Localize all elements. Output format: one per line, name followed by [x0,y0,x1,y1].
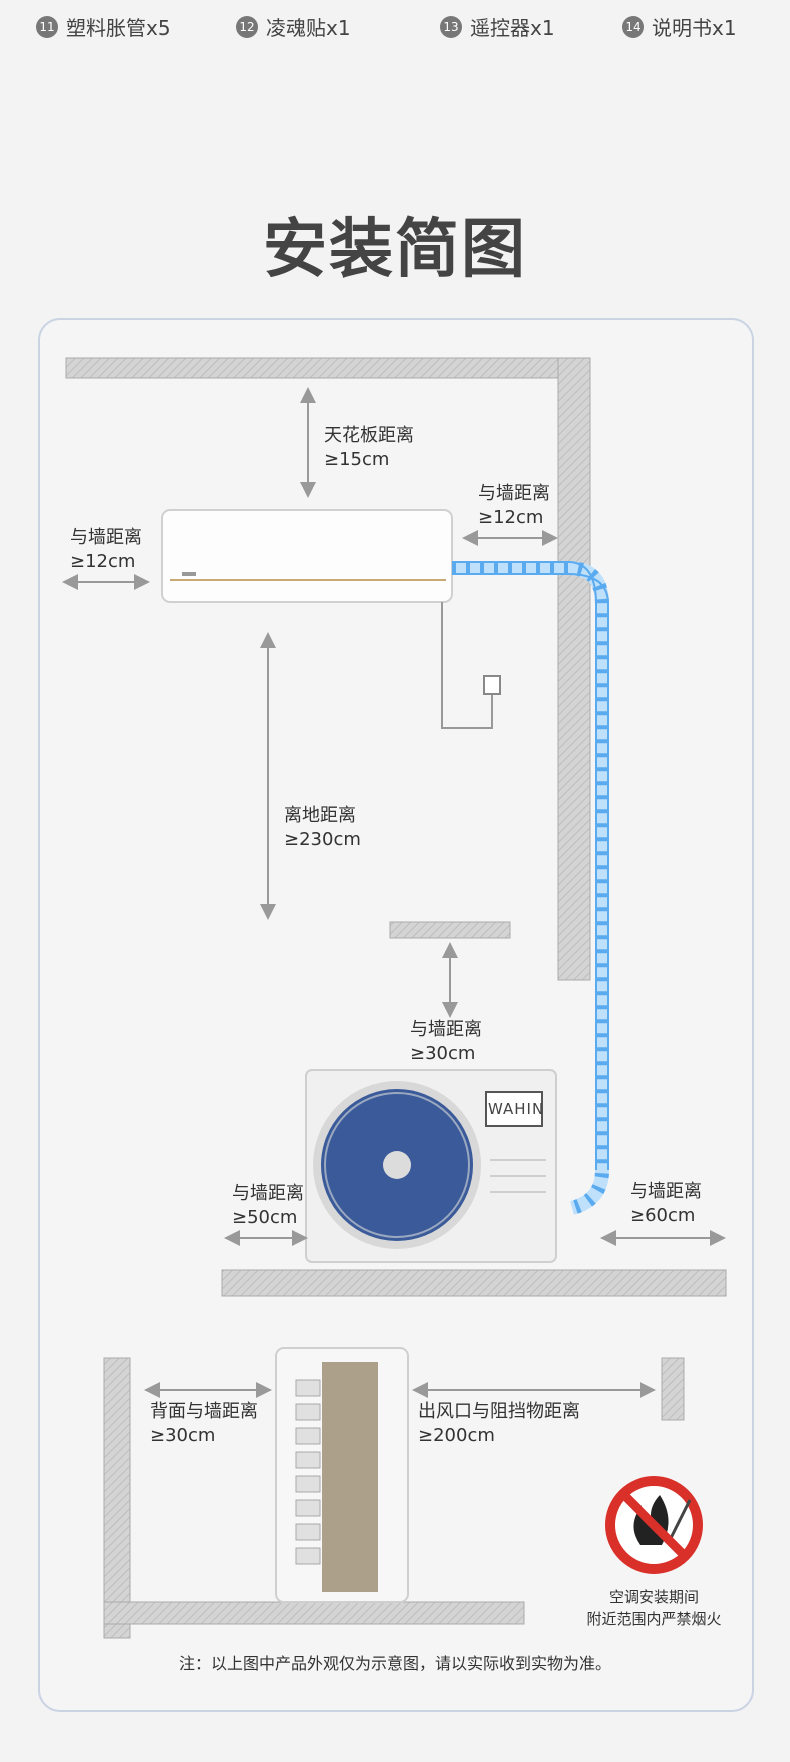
outdoor-right-label: 与墙距离 ≥60cm [630,1180,702,1228]
accessory-number: 12 [236,15,258,38]
accessory-item: 12 凌魂贴x1 [236,12,351,41]
no-fire-icon [605,1476,703,1574]
section-title: 安装简图 [263,213,527,287]
label-line: ≥230cm [284,829,361,850]
outdoor-left-label: 与墙距离 ≥50cm [232,1182,304,1230]
no-fire-warning: 空调安装期间 附近范围内严禁烟火 [569,1586,739,1630]
refrigerant-pipe [452,561,609,1215]
warning-line: 空调安装期间 [608,1588,699,1606]
accessory-item: 13 遥控器x1 [440,12,555,41]
label-line: 与墙距离 [410,1019,482,1040]
accessory-label: 遥控器x1 [470,16,555,40]
outlet-label: 出风口与阻挡物距离 ≥200cm [418,1400,580,1448]
floor-distance-label: 离地距离 ≥230cm [284,804,361,852]
accessory-label: 说明书x1 [652,16,737,40]
label-line: 背面与墙距离 [150,1401,258,1422]
accessory-label: 凌魂贴x1 [266,16,351,40]
label-line: ≥12cm [478,507,544,528]
accessory-number: 14 [622,15,644,38]
back-wall-label: 背面与墙距离 ≥30cm [150,1400,258,1448]
label-line: ≥30cm [410,1043,476,1064]
ceiling-distance-label: 天花板距离 ≥15cm [324,424,414,472]
outdoor-side-view [103,1347,685,1639]
ceiling-wall [65,357,591,981]
right-wall-label: 与墙距离 ≥12cm [478,482,550,530]
accessory-label: 塑料胀管x5 [66,16,171,40]
ground-slab [221,1269,727,1297]
accessory-item: 11 塑料胀管x5 [36,12,171,41]
label-line: 与墙距离 [630,1181,702,1202]
brand-logo: WAHIN [488,1100,545,1118]
label-line: ≥12cm [70,551,136,572]
label-line: ≥30cm [150,1425,216,1446]
warning-line: 附近范围内严禁烟火 [586,1610,722,1628]
accessories-row: 11 塑料胀管x5 12 凌魂贴x1 13 遥控器x1 14 说明书x1 [0,12,790,44]
left-wall-label: 与墙距离 ≥12cm [70,526,142,574]
outdoor-top-label: 与墙距离 ≥30cm [410,1018,482,1066]
label-line: 离地距离 [284,805,356,826]
label-line: ≥200cm [418,1425,495,1446]
disclaimer-note: 注：以上图中产品外观仅为示意图，请以实际收到实物为准。 [178,1654,611,1673]
top-obstacle [389,921,511,939]
power-socket-icon [483,675,501,695]
accessory-number: 11 [36,15,58,38]
label-line: 天花板距离 [324,425,414,446]
label-line: 与墙距离 [478,483,550,504]
indoor-unit [161,509,453,603]
label-line: ≥60cm [630,1205,696,1226]
outdoor-unit [305,1069,557,1263]
label-line: 与墙距离 [70,527,142,548]
accessory-item: 14 说明书x1 [622,12,737,41]
label-line: ≥50cm [232,1207,298,1228]
label-line: 与墙距离 [232,1183,304,1204]
drain-line [441,602,493,729]
label-line: 出风口与阻挡物距离 [418,1401,580,1422]
label-line: ≥15cm [324,449,390,470]
accessory-number: 13 [440,15,462,38]
